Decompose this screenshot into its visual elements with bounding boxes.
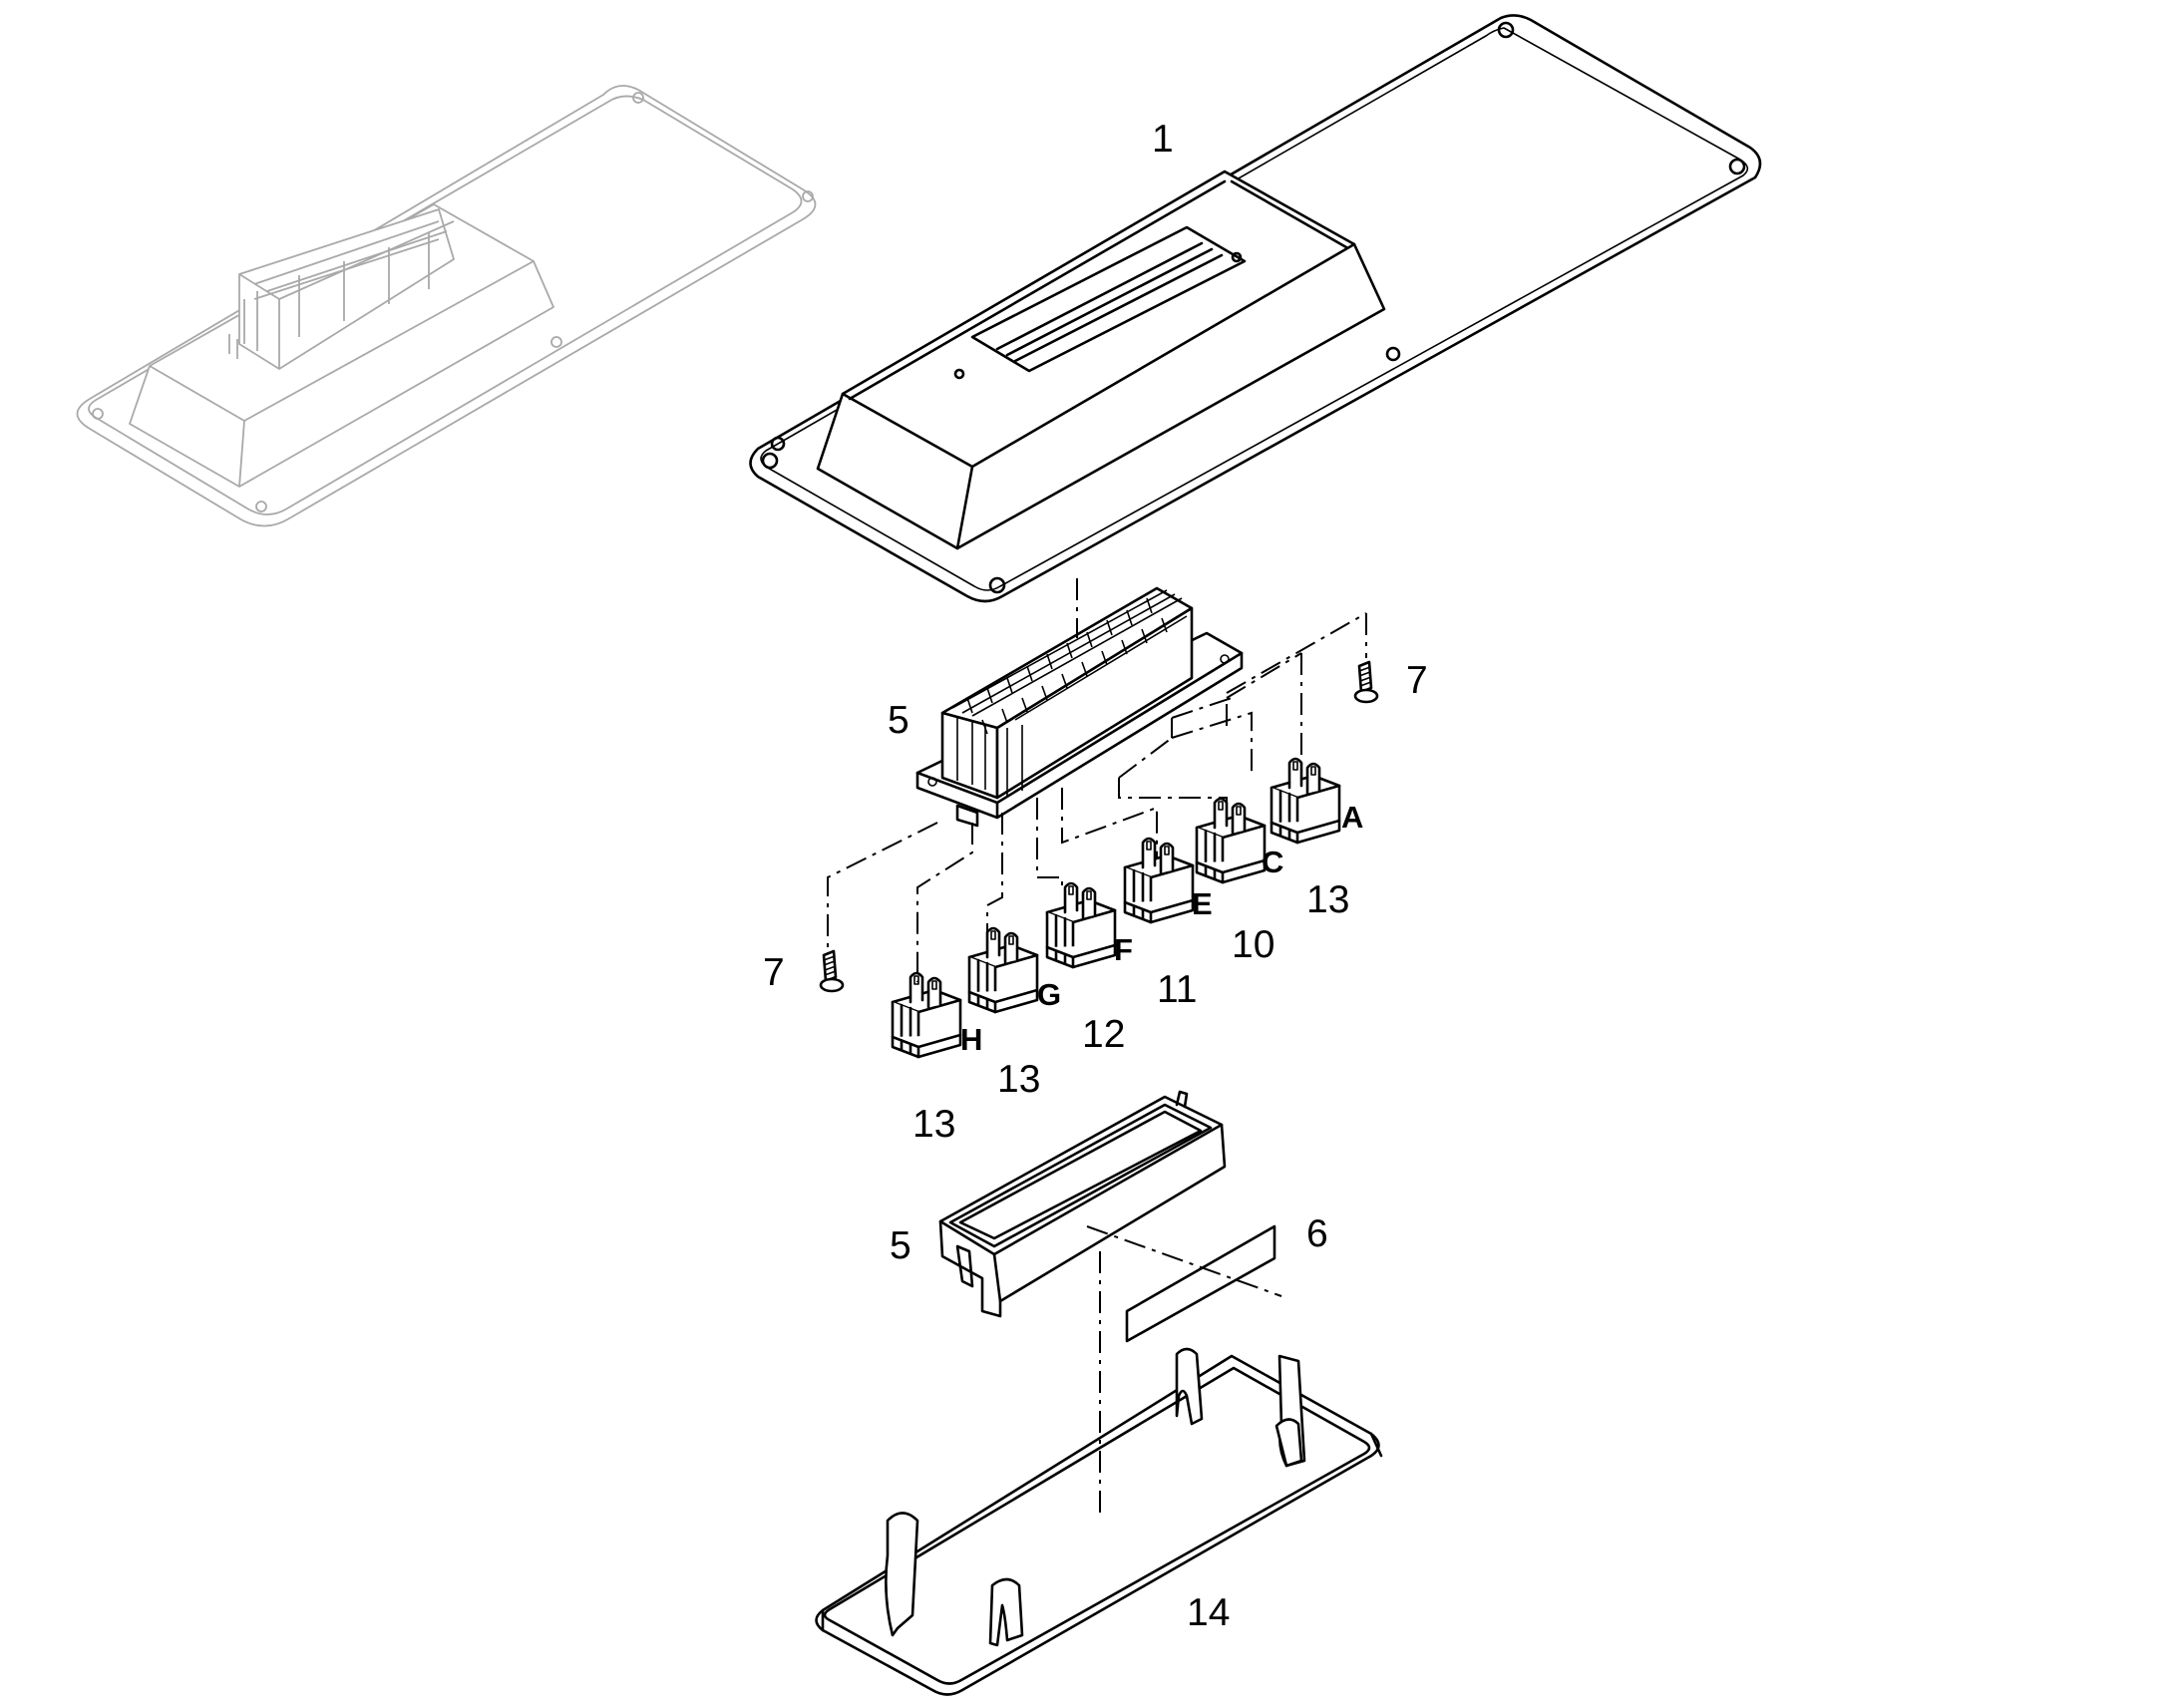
fuse-prong xyxy=(1159,842,1175,874)
fuse-connector-g xyxy=(967,926,1039,1014)
fuse-body xyxy=(891,1033,962,1049)
callout-13-h: 13 xyxy=(912,1103,955,1146)
fuse-prong-slot xyxy=(1068,885,1074,895)
fuse-prong xyxy=(1141,837,1157,869)
fuse-prong xyxy=(1063,881,1079,914)
fuse-connector-f xyxy=(1045,881,1117,969)
part-1-mounting-plate xyxy=(749,14,1762,603)
part-14-cover xyxy=(815,1347,1383,1696)
fuse-prong xyxy=(985,926,1001,959)
fuse-prong xyxy=(1081,886,1097,919)
fuse-body xyxy=(1045,943,1117,959)
fuse-prong-slot xyxy=(990,930,996,940)
fuse-prong-slot xyxy=(1236,806,1242,816)
callout-6: 6 xyxy=(1306,1212,1328,1255)
fuse-prong xyxy=(1213,797,1229,830)
fuse-body xyxy=(1270,819,1341,835)
fuse-prong-slot xyxy=(1008,935,1014,945)
fuse-prong xyxy=(926,976,942,1009)
fuse-connector-e xyxy=(1123,837,1195,924)
fuse-connectors xyxy=(891,757,1341,1059)
callout-7-lower: 7 xyxy=(763,951,785,994)
fuse-prong xyxy=(1305,762,1321,795)
fuse-connector-a xyxy=(1270,757,1341,845)
fuse-prong xyxy=(1231,802,1247,835)
connector-letter-g: G xyxy=(1037,977,1061,1012)
callout-13-a: 13 xyxy=(1306,878,1349,921)
callout-7-upper: 7 xyxy=(1406,659,1428,702)
fuse-body xyxy=(1278,789,1291,841)
fuse-prong-slot xyxy=(1146,841,1152,851)
callout-1: 1 xyxy=(1152,118,1174,161)
connector-letter-f: F xyxy=(1114,932,1133,967)
fuse-prong xyxy=(908,971,924,1004)
fuse-prong xyxy=(1287,757,1303,790)
fuse-body xyxy=(1204,829,1217,880)
callout-labels: 1 5 5 6 7 7 10 11 12 13 13 13 14 A C E F… xyxy=(763,118,1428,1634)
part-5-fuse-block xyxy=(915,586,1244,828)
callout-5-fuse-block: 5 xyxy=(888,699,909,742)
part-6-label xyxy=(1125,1224,1276,1343)
callout-12: 12 xyxy=(1082,1013,1125,1056)
connector-letter-e: E xyxy=(1192,886,1213,921)
fuse-connector-c xyxy=(1195,797,1267,884)
connector-letter-h: H xyxy=(960,1022,982,1057)
connector-letter-c: C xyxy=(1262,845,1283,879)
fuse-connector-h xyxy=(891,971,962,1059)
part-7-screw-lower xyxy=(819,949,845,993)
callout-14: 14 xyxy=(1187,1591,1230,1634)
assembled-view-thumbnail xyxy=(76,85,817,527)
fuse-body xyxy=(1195,858,1267,874)
fuse-prong-slot xyxy=(1164,846,1170,855)
part-5-box-housing xyxy=(938,1090,1227,1318)
assembly-lines xyxy=(827,578,1367,1516)
fuse-body xyxy=(1132,868,1145,920)
fuse-body xyxy=(1123,898,1195,914)
fuse-body xyxy=(967,988,1039,1004)
fuse-prong-slot xyxy=(1292,761,1298,771)
callout-5-box-housing: 5 xyxy=(890,1224,911,1267)
callout-13-g: 13 xyxy=(997,1058,1040,1101)
part-7-screw-upper xyxy=(1353,660,1379,704)
connector-letter-a: A xyxy=(1341,800,1363,835)
fuse-body xyxy=(1054,913,1067,965)
fuse-body xyxy=(900,1003,912,1055)
callout-11: 11 xyxy=(1157,968,1198,1011)
fuse-prong-slot xyxy=(1310,766,1316,776)
fuse-prong-slot xyxy=(913,975,919,985)
fuse-prong-slot xyxy=(931,980,937,990)
fuse-prong-slot xyxy=(1218,801,1224,811)
fuse-body xyxy=(976,958,989,1010)
fuse-prong-slot xyxy=(1086,890,1092,900)
fuse-prong xyxy=(1003,931,1019,964)
callout-10: 10 xyxy=(1232,923,1274,966)
